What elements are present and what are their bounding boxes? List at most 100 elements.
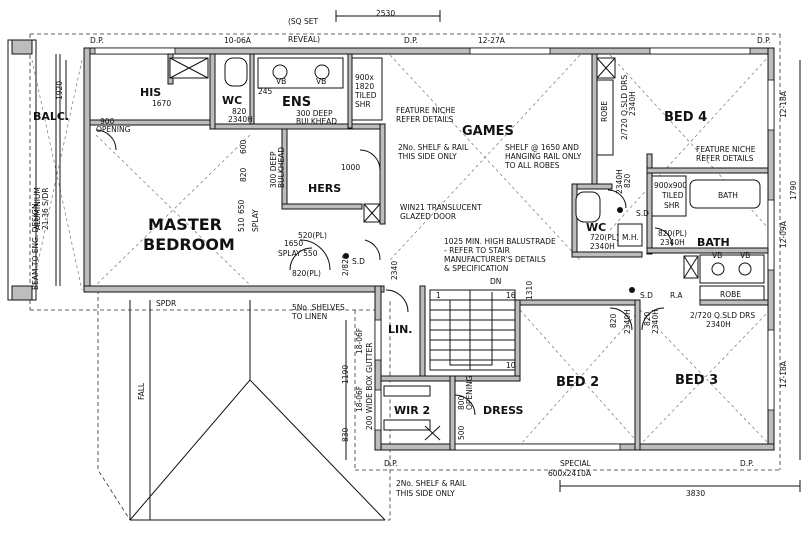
note-bath-fixture: BATH bbox=[718, 191, 738, 200]
note-hers-bulkhead-2: BULKHEAD bbox=[277, 147, 286, 188]
note-window-12-27a: 12-27A bbox=[478, 36, 506, 45]
staircase bbox=[429, 289, 516, 371]
note-bed3-door-1: 820 bbox=[643, 311, 652, 326]
room-label-bed4: BED 4 bbox=[664, 110, 707, 125]
note-2no-shelf-1: 2No. SHELF & RAIL bbox=[398, 143, 469, 152]
note-wc-245: 245 bbox=[258, 87, 273, 96]
note-balustrade-2: - REFER TO STAIR bbox=[444, 246, 510, 255]
note-wc-ens-820: 820 bbox=[232, 107, 247, 116]
note-hers-bulkhead-1: 300 DEEP bbox=[269, 151, 278, 188]
note-dp-3: D.P. bbox=[757, 36, 771, 45]
note-wir-opening-1: 500 bbox=[457, 425, 466, 440]
note-hers-650: 650 bbox=[237, 199, 246, 214]
doors bbox=[95, 129, 673, 416]
note-aluminium-1: ALUMINIUM bbox=[33, 187, 42, 230]
room-labels: MASTER BEDROOM HIS HERS WC ENS BALC. GAM… bbox=[33, 86, 730, 417]
room-label-balc: BALC. bbox=[33, 110, 69, 123]
note-stair-10: 10 bbox=[506, 361, 516, 370]
dim-1790: 1790 bbox=[789, 181, 798, 200]
note-2no-shelf-wir-2: THIS SIDE ONLY bbox=[395, 489, 455, 498]
note-bath-door-1: 820(PL) bbox=[658, 229, 687, 238]
note-bed3-qsld-1: 2/720 Q.SLD DRS bbox=[690, 311, 755, 320]
note-splay: SPLAY bbox=[251, 209, 260, 232]
note-gutter: 200 WIDE BOX GUTTER bbox=[365, 343, 374, 430]
room-label-lin: LIN. bbox=[388, 323, 413, 336]
exterior-walls bbox=[83, 47, 775, 451]
note-hers-600: 600 bbox=[239, 139, 248, 154]
note-aluminium-2: 21-36 S/DR bbox=[41, 188, 50, 230]
note-balustrade-4: & SPECIFICATION bbox=[444, 264, 508, 273]
ens-vanity bbox=[257, 57, 344, 89]
bath-robe bbox=[699, 285, 765, 301]
room-label-ens: ENS bbox=[282, 95, 311, 110]
note-hers-510: 510 bbox=[237, 217, 246, 232]
room-label-bath: BATH bbox=[697, 236, 730, 249]
note-wc-door-1: 720(PL) bbox=[590, 233, 619, 242]
note-bed4-qsld-2: 2340H bbox=[628, 91, 637, 116]
note-vb-bath-2: VB bbox=[740, 251, 750, 260]
note-2no-shelf-wir-1: 2No. SHELF & RAIL bbox=[396, 479, 467, 488]
dim-1190: 1190 bbox=[341, 365, 350, 384]
room-label-bed3: BED 3 bbox=[675, 373, 718, 388]
note-ra: R.A bbox=[670, 291, 683, 300]
note-wc-ens-2340: 2340H bbox=[228, 115, 253, 124]
room-label-master-line1: MASTER bbox=[148, 215, 222, 234]
note-window-10-06a: 10-06A bbox=[224, 36, 252, 45]
bath-vanity bbox=[699, 254, 765, 284]
room-label-dress: DRESS bbox=[483, 404, 524, 417]
dim-1920: 1920 bbox=[55, 81, 64, 100]
room-label-wir2: WIR 2 bbox=[394, 404, 430, 417]
note-dp-2: D.P. bbox=[404, 36, 418, 45]
note-ens-300-2: BULKHEAD bbox=[296, 117, 337, 126]
envelope-lines bbox=[29, 33, 781, 471]
note-vb-ens-1: VB bbox=[276, 77, 286, 86]
note-bed2-door-2: 2340H bbox=[623, 309, 632, 334]
ens-shower bbox=[351, 57, 383, 121]
note-ens-shr-4: SHR bbox=[355, 100, 371, 109]
note-his-900: 900 bbox=[100, 117, 115, 126]
fixtures bbox=[169, 57, 765, 441]
note-his-1670: 1670 bbox=[152, 99, 171, 108]
note-stair-1: 1 bbox=[436, 291, 441, 300]
note-shelf-1650-1: SHELF @ 1650 AND bbox=[505, 143, 579, 152]
note-master-door-1: 520(PL) bbox=[298, 231, 327, 240]
note-robe-bed4: ROBE bbox=[600, 101, 609, 122]
annotations: (SQ SET REVEAL) D.P. D.P. D.P. D.P. D.P.… bbox=[31, 9, 798, 498]
note-master-1650: 1650 bbox=[284, 239, 303, 248]
note-sd-3: S.D bbox=[352, 257, 365, 266]
note-sd-2: S.D bbox=[640, 291, 653, 300]
note-bed2-door-1: 820 bbox=[609, 313, 618, 328]
dim-3830: 3830 bbox=[686, 489, 705, 498]
note-bed3-qsld-2: 2340H bbox=[706, 320, 731, 329]
note-wir-opening-3: OPENING bbox=[465, 375, 474, 410]
room-label-wc-ens: WC bbox=[222, 94, 242, 107]
note-vb-bath-1: VB bbox=[712, 251, 722, 260]
note-shelf-1650-2: HANGING RAIL ONLY bbox=[505, 152, 582, 161]
room-label-master-line2: BEDROOM bbox=[143, 235, 235, 254]
note-balustrade-3: MANUFACTURER'S DETAILS bbox=[444, 255, 546, 264]
note-bed3-door-2: 2340H bbox=[651, 309, 660, 334]
note-2no-shelf-2: THIS SIDE ONLY bbox=[397, 152, 457, 161]
dimension-lines bbox=[65, 10, 801, 492]
note-window-12-18a-1: 12-18A bbox=[779, 90, 788, 118]
note-dn: DN bbox=[490, 277, 501, 286]
note-bath-door-2: 2340H bbox=[660, 238, 685, 247]
note-hers-820: 820 bbox=[239, 167, 248, 182]
note-splay-550: SPLAY 550 bbox=[278, 249, 318, 258]
note-wc-main-820: 820 bbox=[623, 173, 632, 188]
note-beam: BEAM TO ENG. DESIGN bbox=[31, 203, 40, 290]
note-special-2: 600x2410A bbox=[548, 469, 592, 478]
note-ens-shr-1: 900x bbox=[355, 73, 374, 82]
roof-outline bbox=[97, 290, 391, 521]
note-vb-ens-2: VB bbox=[316, 77, 326, 86]
dim-830: 830 bbox=[341, 427, 350, 442]
note-sq-set-2: REVEAL) bbox=[288, 35, 320, 44]
note-5no-shelves-2: TO LINEN bbox=[291, 312, 327, 321]
note-shelf-1650-3: TO ALL ROBES bbox=[504, 161, 560, 170]
note-special-1: SPECIAL bbox=[560, 459, 592, 468]
wc-toilet bbox=[575, 191, 601, 223]
note-balustrade-1: 1025 MIN. HIGH BALUSTRADE bbox=[444, 237, 556, 246]
bath-shower bbox=[651, 175, 687, 217]
note-feature-niche-2: REFER DETAILS bbox=[396, 115, 454, 124]
note-win21-1: WIN21 TRANSLUCENT bbox=[400, 203, 482, 212]
